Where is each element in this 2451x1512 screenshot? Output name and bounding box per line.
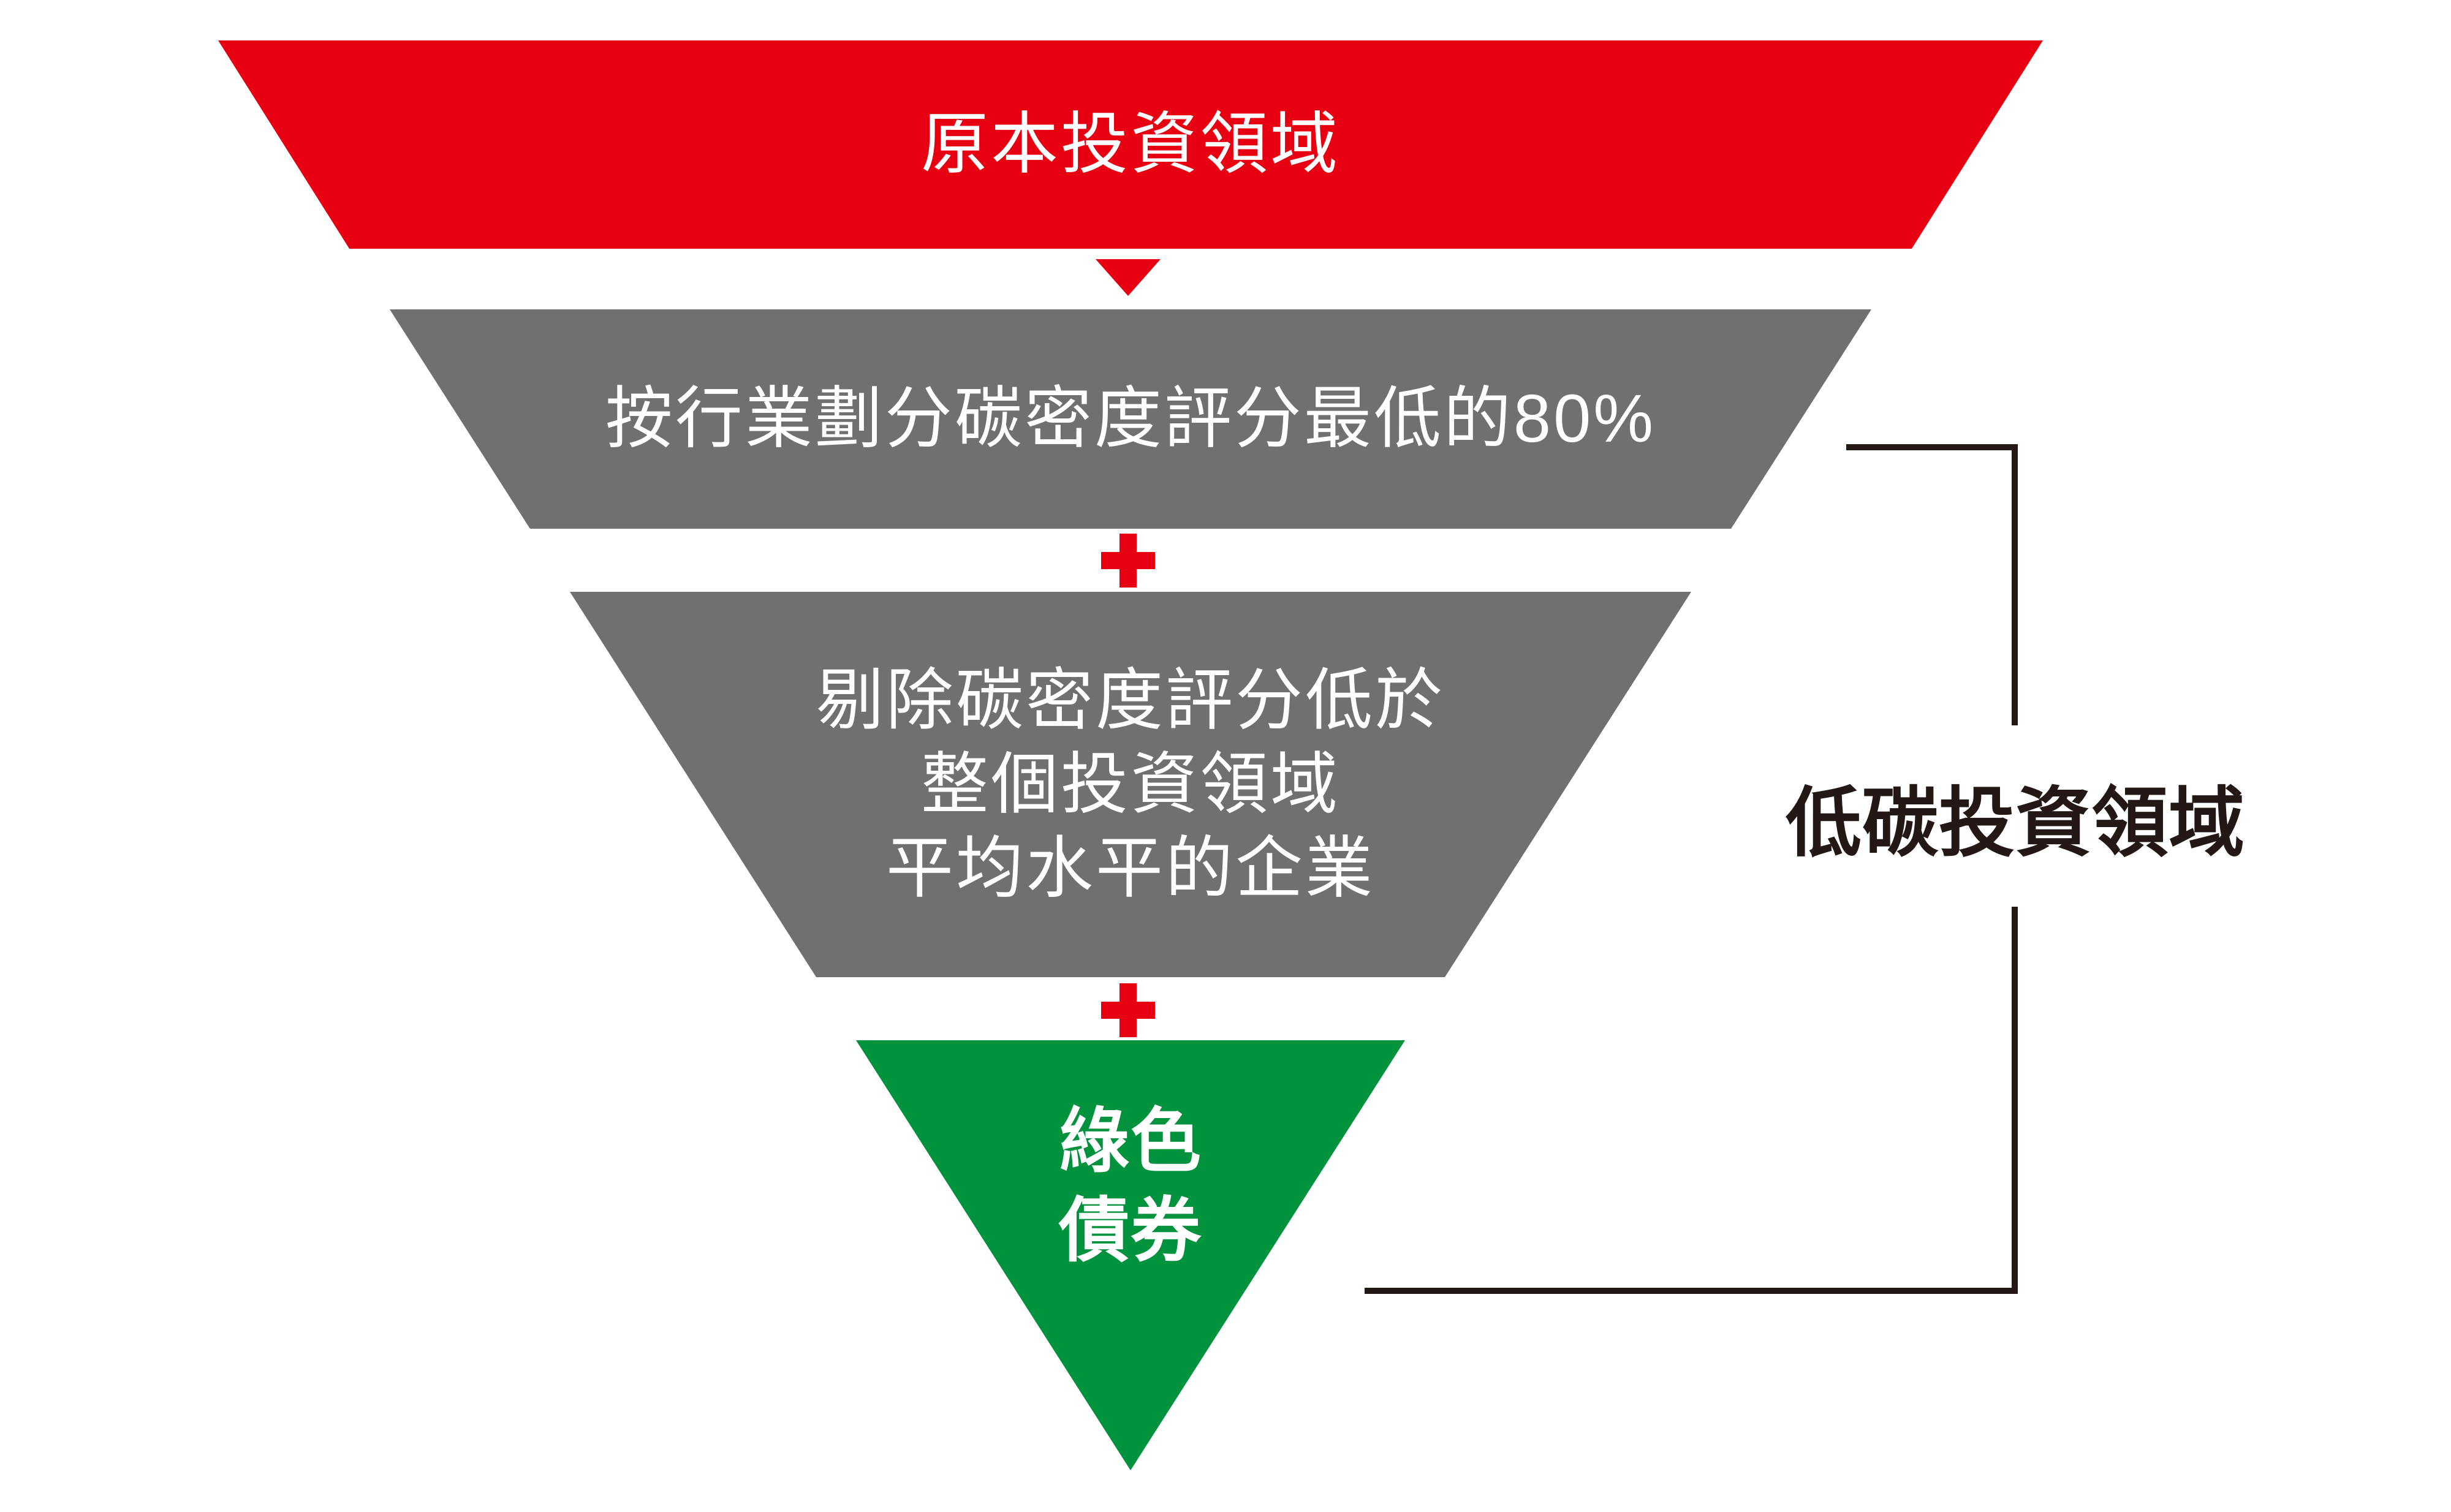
down-arrow-icon [1096, 259, 1161, 296]
bracket-top-arm [1846, 444, 2018, 450]
stage-lowest-80-percent-label: 按行業劃分碳密度評分最低的80% [605, 381, 1656, 457]
funnel-stage-green-bonds: 綠色 債券 [856, 1040, 1405, 1470]
stage-exclude-below-average-label: 剔除碳密度評分低於 整個投資領域 平均水平的企業 [816, 663, 1445, 906]
bracket-label: 低碳投資領域 [1785, 725, 2246, 907]
plus-vertical-bar [1119, 983, 1137, 1037]
stage-green-bonds-label: 綠色 債券 [1058, 1102, 1202, 1270]
funnel-stage-original-universe: 原本投資領域 [218, 40, 2043, 249]
funnel-stage-lowest-80-percent: 按行業劃分碳密度評分最低的80% [390, 309, 1871, 529]
bracket-bottom-arm [1365, 1288, 2018, 1294]
funnel-stage-exclude-below-average: 剔除碳密度評分低於 整個投資領域 平均水平的企業 [570, 592, 1691, 977]
plus-vertical-bar [1119, 534, 1137, 588]
stage-original-universe-label: 原本投資領域 [921, 107, 1340, 183]
plus-icon [1101, 534, 1155, 588]
plus-icon [1101, 983, 1155, 1037]
